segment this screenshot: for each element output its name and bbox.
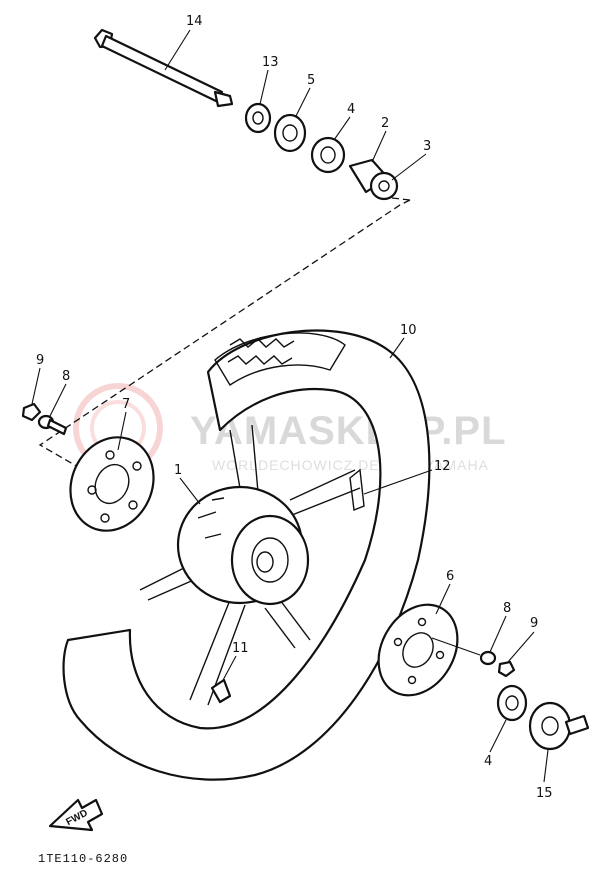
callout-4-top: 4 <box>347 102 355 117</box>
callout-13: 13 <box>262 55 279 70</box>
callout-11: 11 <box>232 641 249 656</box>
callout-7: 7 <box>122 397 130 412</box>
bearing-part-5 <box>273 113 307 153</box>
spacer-part <box>348 158 399 201</box>
callout-9-right: 9 <box>530 616 538 631</box>
disc-right-part <box>377 603 459 697</box>
watermark-title: YAMASKLEP.PL <box>190 409 507 453</box>
callout-5: 5 <box>307 73 315 88</box>
callout-9-left: 9 <box>36 353 44 368</box>
valve-part <box>210 468 365 704</box>
callout-14: 14 <box>186 14 203 29</box>
nut-left-part <box>21 402 42 422</box>
hub-cover-part <box>528 701 590 751</box>
bearing-part-4-top <box>310 136 346 174</box>
forward-arrow-icon: FWD <box>48 798 104 832</box>
callout-1: 1 <box>174 463 182 478</box>
alignment-line <box>38 199 411 469</box>
callout-8-right: 8 <box>503 601 511 616</box>
nut-right-part <box>497 660 516 678</box>
disc-left-part <box>69 436 155 532</box>
drawing-code: 1TE110-6280 <box>38 852 128 866</box>
bearing-part-4-bottom <box>496 684 528 722</box>
callout-10: 10 <box>400 323 417 338</box>
callout-8-left: 8 <box>62 369 70 384</box>
bolt-left-part <box>37 414 68 436</box>
callouts: 14 13 5 4 2 3 10 9 8 7 1 12 6 8 9 11 4 1… <box>31 14 553 801</box>
wheel-part <box>139 424 361 706</box>
callout-6: 6 <box>446 569 454 584</box>
collar-part <box>244 102 272 134</box>
callout-3: 3 <box>423 139 431 154</box>
bolt-right-part <box>479 650 497 666</box>
callout-15: 15 <box>536 786 553 801</box>
axle-part <box>93 28 234 108</box>
callout-12: 12 <box>434 459 451 474</box>
tire-part <box>62 329 431 781</box>
callout-4-bottom: 4 <box>484 754 492 769</box>
callout-2: 2 <box>381 116 389 131</box>
